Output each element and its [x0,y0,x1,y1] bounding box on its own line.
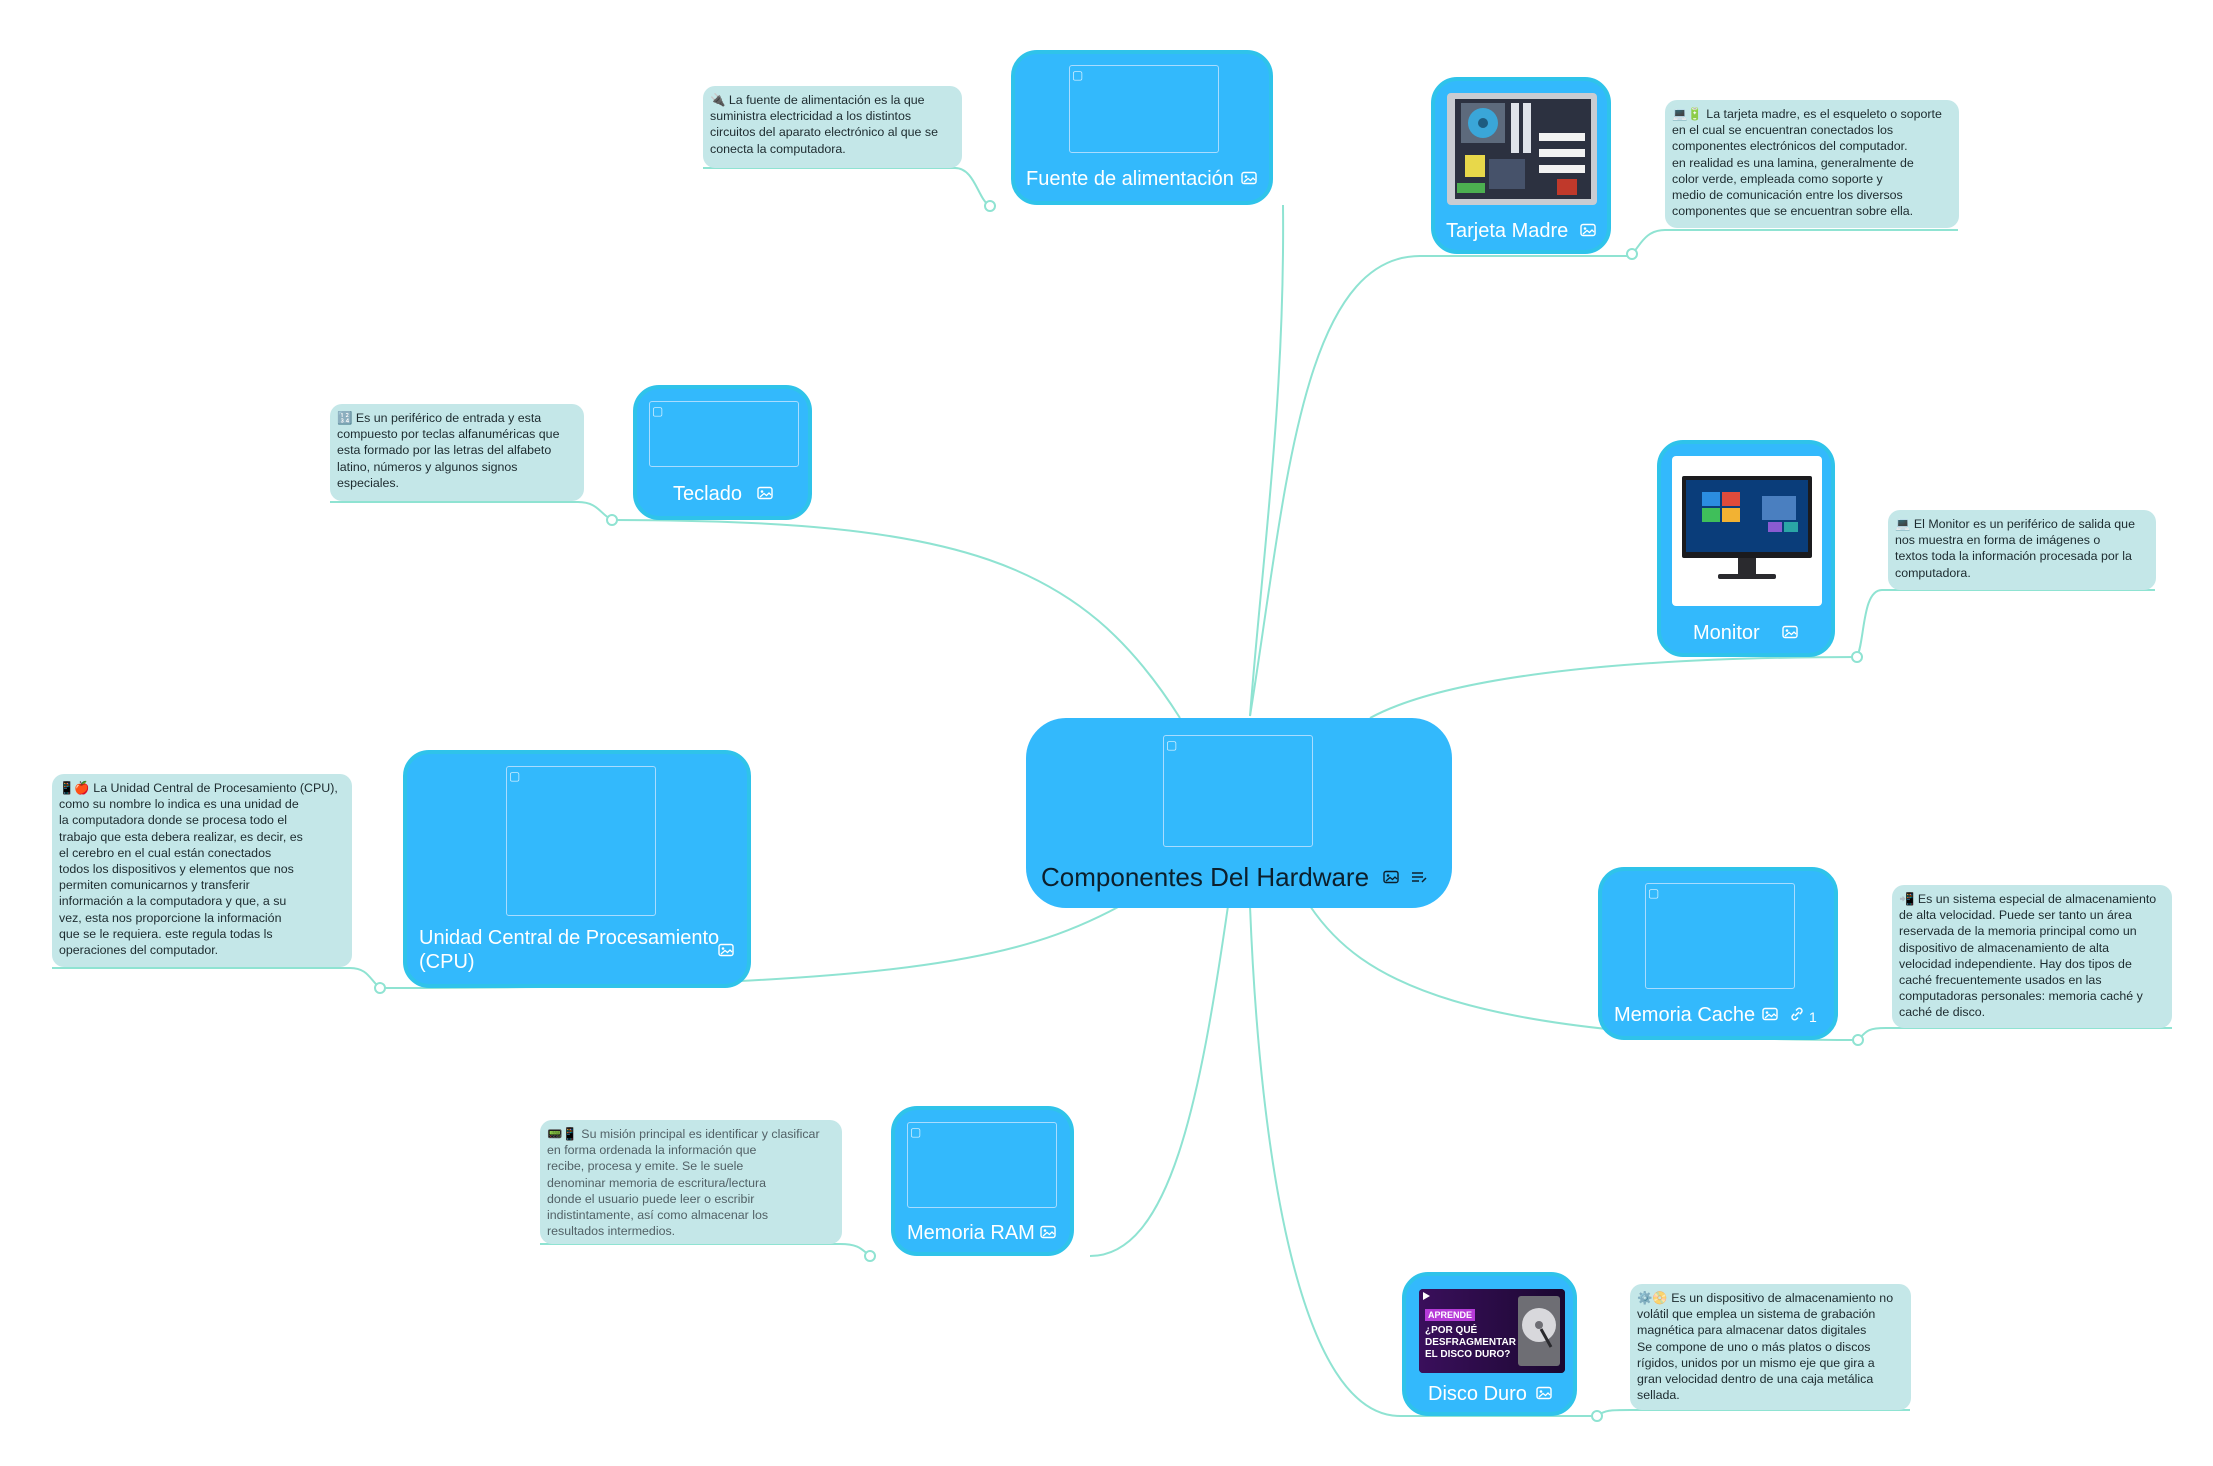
topic-cpu[interactable]: ▢ Unidad Central de Procesamiento (CPU) [403,750,751,988]
topic-disco[interactable]: APRENDE ¿POR QUÉ DESFRAGMENTAR EL DISCO … [1402,1272,1577,1416]
link-tarjeta [1249,255,1630,717]
central-topic[interactable]: ▢ Componentes Del Hardware [1026,718,1452,908]
joint-fuente [984,200,996,212]
link-note-cpu [52,967,381,989]
topic-fuente[interactable]: ▢ Fuente de alimentación [1011,50,1273,205]
topic-cache-image: ▢ [1645,883,1795,989]
topic-ram-label: Memoria RAM [907,1222,1035,1244]
image-icon[interactable] [1580,223,1596,237]
central-title: Componentes Del Hardware [1041,862,1370,892]
link-note-disco [1596,1409,1910,1417]
joint-tarjeta [1626,248,1638,260]
image-icon[interactable] [1762,1007,1778,1021]
play-icon [1423,1292,1430,1300]
thumb-line1: ¿POR QUÉ [1425,1325,1478,1336]
broken-image-icon: ▢ [509,769,521,783]
thumb-badge: APRENDE [1425,1309,1476,1321]
topic-monitor-label: Monitor [1693,622,1760,644]
joint-cache [1852,1034,1864,1046]
image-icon[interactable] [1241,171,1257,185]
topic-tarjeta[interactable]: Tarjeta Madre [1431,77,1611,254]
image-icon[interactable] [1782,625,1798,639]
image-icon[interactable] [718,943,734,957]
disco-thumbnail: APRENDE ¿POR QUÉ DESFRAGMENTAR EL DISCO … [1419,1289,1565,1373]
link-note-ram [540,1243,871,1257]
topic-fuente-label: Fuente de alimentación [1026,168,1234,190]
image-icon[interactable] [1040,1225,1056,1239]
note-tarjeta: 💻🔋 La tarjeta madre, es el esqueleto o s… [1665,100,1959,228]
broken-image-icon: ▢ [652,404,664,418]
joint-cpu [374,982,386,994]
broken-image-icon: ▢ [1648,886,1660,900]
motherboard-illustration [1455,99,1591,199]
image-icon[interactable] [1383,870,1399,884]
note-cache: 📲 Es un sistema especial de almacenamien… [1892,885,2172,1028]
image-icon[interactable] [757,486,773,500]
link-note-monitor [1856,589,2155,658]
broken-image-icon: ▢ [1166,738,1178,752]
note-cpu: 📱🍎 La Unidad Central de Procesamiento (C… [52,774,352,967]
note-teclado: 🔢 Es un periférico de entrada y esta com… [330,404,584,501]
note-ram: 📟📱 Su misión principal es identificar y … [540,1120,842,1244]
link-note-tarjeta [1631,229,1958,255]
link-disco [1249,905,1595,1417]
notes-icon[interactable] [1411,870,1427,884]
motherboard-photo [1447,93,1597,205]
topic-cache[interactable]: ▢ Memoria Cache 1 [1598,867,1838,1040]
topic-cache-label: Memoria Cache [1614,1004,1756,1026]
link-fuente [1249,204,1285,717]
topic-teclado-image: ▢ [649,401,799,467]
thumb-line2: DESFRAGMENTAR [1425,1337,1516,1348]
topic-monitor[interactable]: Monitor [1657,440,1835,657]
monitor-illustration [1682,476,1812,579]
link-icon[interactable] [1789,1007,1805,1021]
image-icon[interactable] [1536,1386,1552,1400]
broken-image-icon: ▢ [910,1125,922,1139]
topic-ram-image: ▢ [907,1122,1057,1208]
note-fuente: 🔌 La fuente de alimentación es la que su… [703,86,962,168]
topic-tarjeta-label: Tarjeta Madre [1446,220,1569,242]
topic-teclado-label: Teclado [673,483,742,505]
link-teclado [609,519,1181,719]
hard-disk-icon [1518,1296,1560,1366]
joint-ram [864,1250,876,1262]
topic-cpu-label-line1: Unidad Central de Procesamiento [419,927,720,949]
note-monitor: 💻 El Monitor es un periférico de salida … [1888,510,2156,590]
topic-teclado[interactable]: ▢ Teclado [633,385,812,520]
link-count: 1 [1809,1009,1817,1025]
monitor-photo [1672,456,1822,606]
topic-fuente-image: ▢ [1069,65,1219,153]
topic-cpu-label-line2: (CPU) [419,951,475,973]
link-note-fuente [703,167,991,207]
joint-disco [1591,1410,1603,1422]
topic-ram[interactable]: ▢ Memoria RAM [891,1106,1074,1256]
broken-image-icon: ▢ [1072,68,1084,82]
joint-monitor [1851,651,1863,663]
link-ram [1089,905,1229,1257]
central-image: ▢ [1163,735,1313,847]
note-disco: ⚙️📀 Es un dispositivo de almacenamiento … [1630,1284,1911,1410]
thumb-line3: EL DISCO DURO? [1425,1349,1511,1360]
topic-disco-label: Disco Duro [1428,1383,1527,1405]
link-note-teclado [330,501,613,521]
link-monitor [1369,656,1861,719]
topic-cpu-image: ▢ [506,766,656,916]
link-note-cache [1857,1027,2172,1041]
joint-teclado [606,514,618,526]
